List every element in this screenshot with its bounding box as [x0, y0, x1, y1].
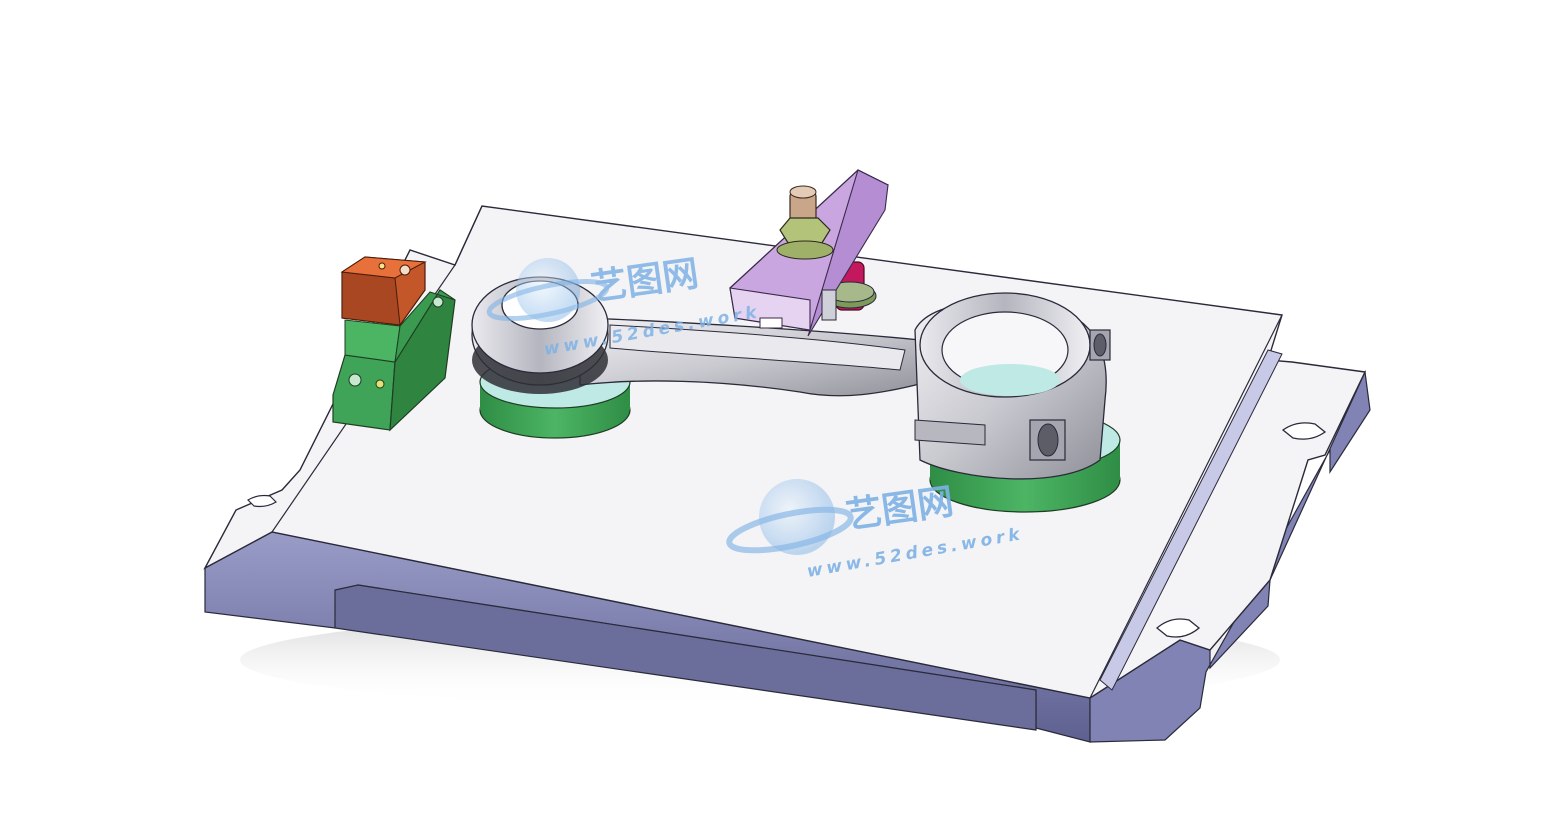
- side-locator-block: [332, 256, 456, 432]
- clamp-assembly: [729, 169, 889, 337]
- slot-right-bottom: [1155, 618, 1201, 638]
- slot-right-top: [1281, 422, 1327, 440]
- globe-swoosh-logo: [726, 479, 854, 555]
- globe-swoosh-logo: [486, 258, 610, 322]
- slot-left: [247, 494, 277, 508]
